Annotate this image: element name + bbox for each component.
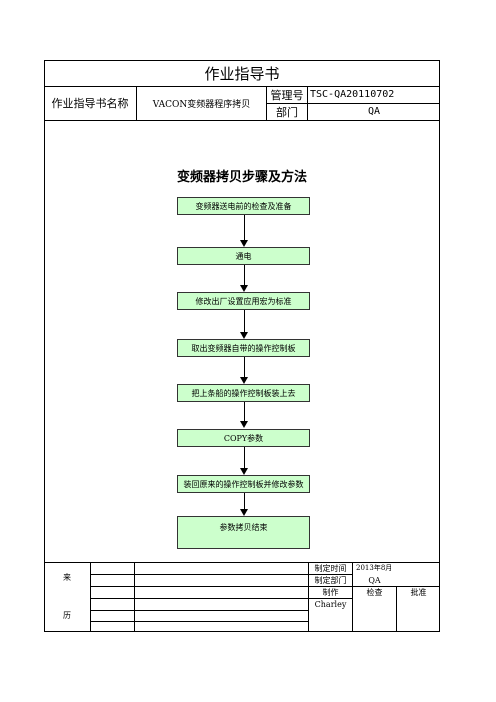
footer-row-line-1 <box>90 574 352 575</box>
title-divider <box>44 86 440 87</box>
flow-arrow-7 <box>244 493 245 509</box>
made-time-label: 制定时间 <box>314 563 347 573</box>
footer-divider-d <box>352 562 353 632</box>
management-number-value: TSC-QA20110702 <box>310 89 395 100</box>
flow-arrow-6 <box>244 447 245 468</box>
flow-arrowhead-6 <box>240 468 248 475</box>
history-label-1: 来 <box>63 572 71 582</box>
footer-row-line-5 <box>90 621 308 622</box>
flow-arrowhead-5 <box>240 421 248 428</box>
flow-step-4: 取出变频器自带的操作控制板 <box>177 339 310 357</box>
footer-divider-c <box>308 562 309 632</box>
instruction-name-value: VACON变频器程序拷贝 <box>152 99 251 110</box>
flow-arrow-4 <box>244 357 245 377</box>
footer-divider-b <box>134 562 135 632</box>
flow-step-8: 参数拷贝结束 <box>177 516 310 549</box>
flow-arrowhead-4 <box>240 377 248 384</box>
header-mid-divider <box>266 103 440 104</box>
flow-step-6: COPY参数 <box>177 429 310 447</box>
flow-arrow-5 <box>244 402 245 421</box>
flow-arrowhead-7 <box>240 509 248 516</box>
make-label: 制作 <box>322 587 339 597</box>
made-time-value: 2013年8月 <box>356 564 393 572</box>
approve-label: 批准 <box>410 587 427 597</box>
flow-arrow-2 <box>244 265 245 285</box>
footer-top-divider <box>44 562 440 563</box>
history-label-2: 历 <box>63 610 71 620</box>
flow-step-7: 装回原来的操作控制板并修改参数 <box>177 475 310 493</box>
header-bottom-divider <box>44 120 440 121</box>
department-label: 部门 <box>276 105 298 119</box>
management-number-label: 管理号 <box>270 88 304 102</box>
made-dept-label: 制定部门 <box>314 575 347 585</box>
flow-title: 变频器拷贝步骤及方法 <box>176 170 307 185</box>
flow-arrow-1 <box>244 215 245 240</box>
footer-row-line-4 <box>90 610 308 611</box>
flow-step-5: 把上条船的操作控制板装上去 <box>177 384 310 402</box>
flow-arrowhead-1 <box>240 240 248 247</box>
maker-name: Charley <box>314 599 347 609</box>
document-title: 作业指导书 <box>204 64 280 83</box>
flow-step-2: 通电 <box>177 247 310 265</box>
footer-row-line-3 <box>90 598 352 599</box>
footer-divider-e <box>396 586 397 632</box>
check-label: 检查 <box>366 587 383 597</box>
document-frame <box>44 60 440 632</box>
flow-arrowhead-2 <box>240 285 248 292</box>
footer-divider-a <box>90 562 91 632</box>
department-value: QA <box>367 106 381 117</box>
flow-arrow-3 <box>244 310 245 332</box>
flow-step-1: 变频器送电前的检查及准备 <box>177 197 310 215</box>
flow-arrowhead-3 <box>240 332 248 339</box>
flow-step-3: 修改出厂设置应用宏为标准 <box>177 292 310 310</box>
made-dept-value: QA <box>368 575 381 585</box>
footer-row-line-2 <box>90 586 440 587</box>
header-divider-1 <box>136 86 137 120</box>
instruction-name-label: 作业指导书名称 <box>51 97 129 110</box>
